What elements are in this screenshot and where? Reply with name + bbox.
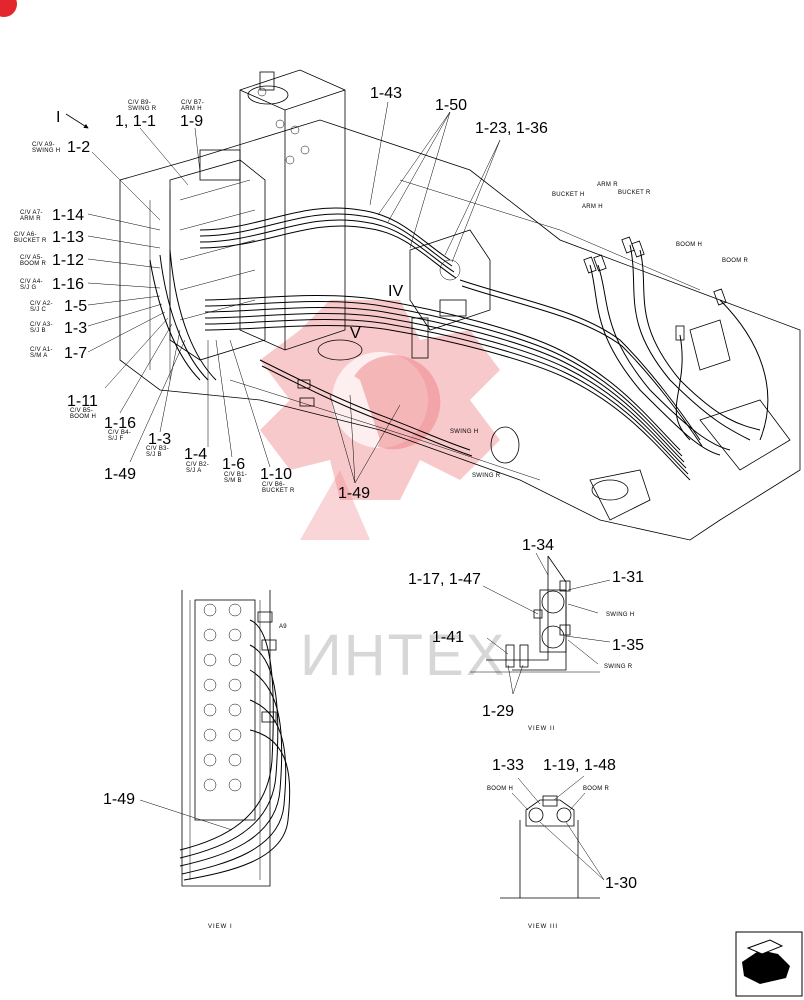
label-boom-r-view3: BOOM R [583, 786, 610, 792]
label-cv-b1-line2: S/M B [224, 478, 242, 484]
label-swing-r-main: SWING R [472, 473, 501, 479]
view-marker-IV: IV [388, 283, 403, 300]
label-cv-b7-line2: ARM H [181, 106, 202, 112]
main-assembly-drawing: I IV V [56, 69, 801, 541]
callout-1-17-1-47: 1-17, 1-47 [408, 571, 481, 588]
label-cv-b6-line1: C/V B6- [262, 482, 285, 488]
callout-1-9: 1-9 [180, 113, 203, 130]
label-cv-b3-line1: C/V B3- [146, 446, 169, 452]
view-2-title: VIEW II [528, 726, 555, 732]
label-cv-a7-line2: ARM R [20, 216, 41, 222]
callout-1-10: 1-10 [260, 466, 292, 483]
label-cv-a1-line1: C/V A1- [30, 347, 53, 353]
callout-1-13: 1-13 [52, 229, 84, 246]
callout-1-16-upper: 1-16 [52, 276, 84, 293]
callout-1-2: 1-2 [67, 139, 90, 156]
label-cv-a9-line1: C/V A9- [32, 142, 55, 148]
label-cv-b4-line2: S/J F [108, 436, 124, 442]
label-cv-b9-line1: C/V B9- [128, 100, 151, 106]
callout-1-23-1-36: 1-23, 1-36 [475, 120, 548, 137]
view-marker-I: I [56, 109, 60, 126]
label-cv-b2-line2: S/J A [186, 468, 202, 474]
callout-1-4: 1-4 [184, 446, 207, 463]
label-cv-a3-line1: C/V A3- [30, 322, 53, 328]
callout-1-49-view1: 1-49 [103, 791, 135, 808]
callout-1-50: 1-50 [435, 97, 467, 114]
view-3-title: VIEW III [528, 924, 558, 930]
callout-1-6: 1-6 [222, 456, 245, 473]
view-marker-V: V [350, 325, 361, 342]
label-cv-b2-line1: C/V B2- [186, 462, 209, 468]
page-badge [0, 0, 17, 17]
leader-lines [87, 101, 501, 484]
callout-1-14: 1-14 [52, 207, 84, 224]
view-3-drawing: 1-33 1-19, 1-48 1-30 BOOM H BOOM R VIEW … [487, 757, 637, 930]
label-cv-b1-line1: C/V B1- [224, 472, 247, 478]
label-swing-h-main: SWING H [450, 429, 478, 435]
label-cv-b5-line1: C/V B5- [70, 408, 93, 414]
callout-1-3-lower: 1-3 [148, 431, 171, 448]
label-swing-h-view2: SWING H [606, 612, 634, 618]
callout-1-43: 1-43 [370, 85, 402, 102]
callout-1-49-center: 1-49 [338, 485, 370, 502]
hose-fittings [297, 236, 727, 407]
label-cv-a2-line1: C/V A2- [30, 301, 53, 307]
callout-1-35: 1-35 [612, 637, 644, 654]
label-cv-b4-line1: C/V B4- [108, 430, 131, 436]
label-cv-b5-line2: BOOM H [70, 414, 96, 420]
label-cv-a7-line1: C/V A7- [20, 210, 43, 216]
label-cv-a1-line2: S/M A [30, 353, 48, 359]
label-cv-a2-line2: S/J C [30, 307, 47, 313]
view-1-hoses [179, 619, 291, 881]
callout-1-29: 1-29 [482, 703, 514, 720]
callout-1-7: 1-7 [64, 345, 87, 362]
callout-1-33: 1-33 [492, 757, 524, 774]
label-boom-h-view3: BOOM H [487, 786, 513, 792]
label-boom-h: BOOM H [676, 242, 702, 248]
label-cv-b9-line2: SWING R [128, 106, 157, 112]
label-cv-b7-line1: C/V B7- [181, 100, 204, 106]
label-cv-a9-line2: SWING H [32, 148, 60, 154]
port-labels: C/V B9- SWING R C/V B7- ARM H C/V A9- SW… [14, 100, 749, 494]
valve-spool-stack [194, 599, 256, 821]
callout-1-16-lower: 1-16 [104, 415, 136, 432]
hose-bundle [149, 207, 769, 481]
view-1-drawing: A9 1-49 VIEW I [103, 590, 291, 930]
callout-1-5: 1-5 [64, 298, 87, 315]
label-cv-a5-line1: C/V A5- [20, 255, 43, 261]
label-cv-a6-line1: C/V A6- [14, 232, 37, 238]
label-a9: A9 [279, 624, 287, 630]
label-arm-h: ARM H [582, 204, 603, 210]
view-2-drawing: 1-34 1-17, 1-47 1-31 1-41 1-35 1-29 SWIN… [408, 537, 644, 732]
callout-1-34: 1-34 [522, 537, 554, 554]
label-cv-a6-line2: BUCKET R [14, 238, 47, 244]
callout-1-11: 1-11 [67, 393, 98, 410]
label-arm-r: ARM R [597, 182, 618, 188]
label-cv-a3-line2: S/J B [30, 328, 46, 334]
label-cv-a5-line2: BOOM R [20, 261, 47, 267]
label-bucket-h: BUCKET H [552, 192, 585, 198]
callout-1-12: 1-12 [52, 252, 84, 269]
orientation-machine-icon [735, 931, 803, 997]
label-cv-b3-line2: S/J B [146, 452, 162, 458]
view-1-title: VIEW I [208, 924, 233, 930]
callout-1-41: 1-41 [432, 629, 464, 646]
label-cv-a4-line1: C/V A4- [20, 279, 43, 285]
label-boom-r: BOOM R [722, 258, 749, 264]
callout-1-3-upper: 1-3 [64, 320, 87, 337]
watermark-text: ИНТЕХ [300, 623, 506, 688]
callout-1-1-1: 1, 1-1 [115, 113, 156, 130]
callout-1-31: 1-31 [612, 569, 644, 586]
callout-1-49-left: 1-49 [104, 466, 136, 483]
callout-1-30: 1-30 [605, 875, 637, 892]
label-bucket-r: BUCKET R [618, 190, 651, 196]
callout-1-19-1-48: 1-19, 1-48 [543, 757, 616, 774]
label-cv-a4-line2: S/J G [20, 285, 37, 291]
label-swing-r-view2: SWING R [604, 664, 633, 670]
label-cv-b6-line2: BUCKET R [262, 488, 295, 494]
